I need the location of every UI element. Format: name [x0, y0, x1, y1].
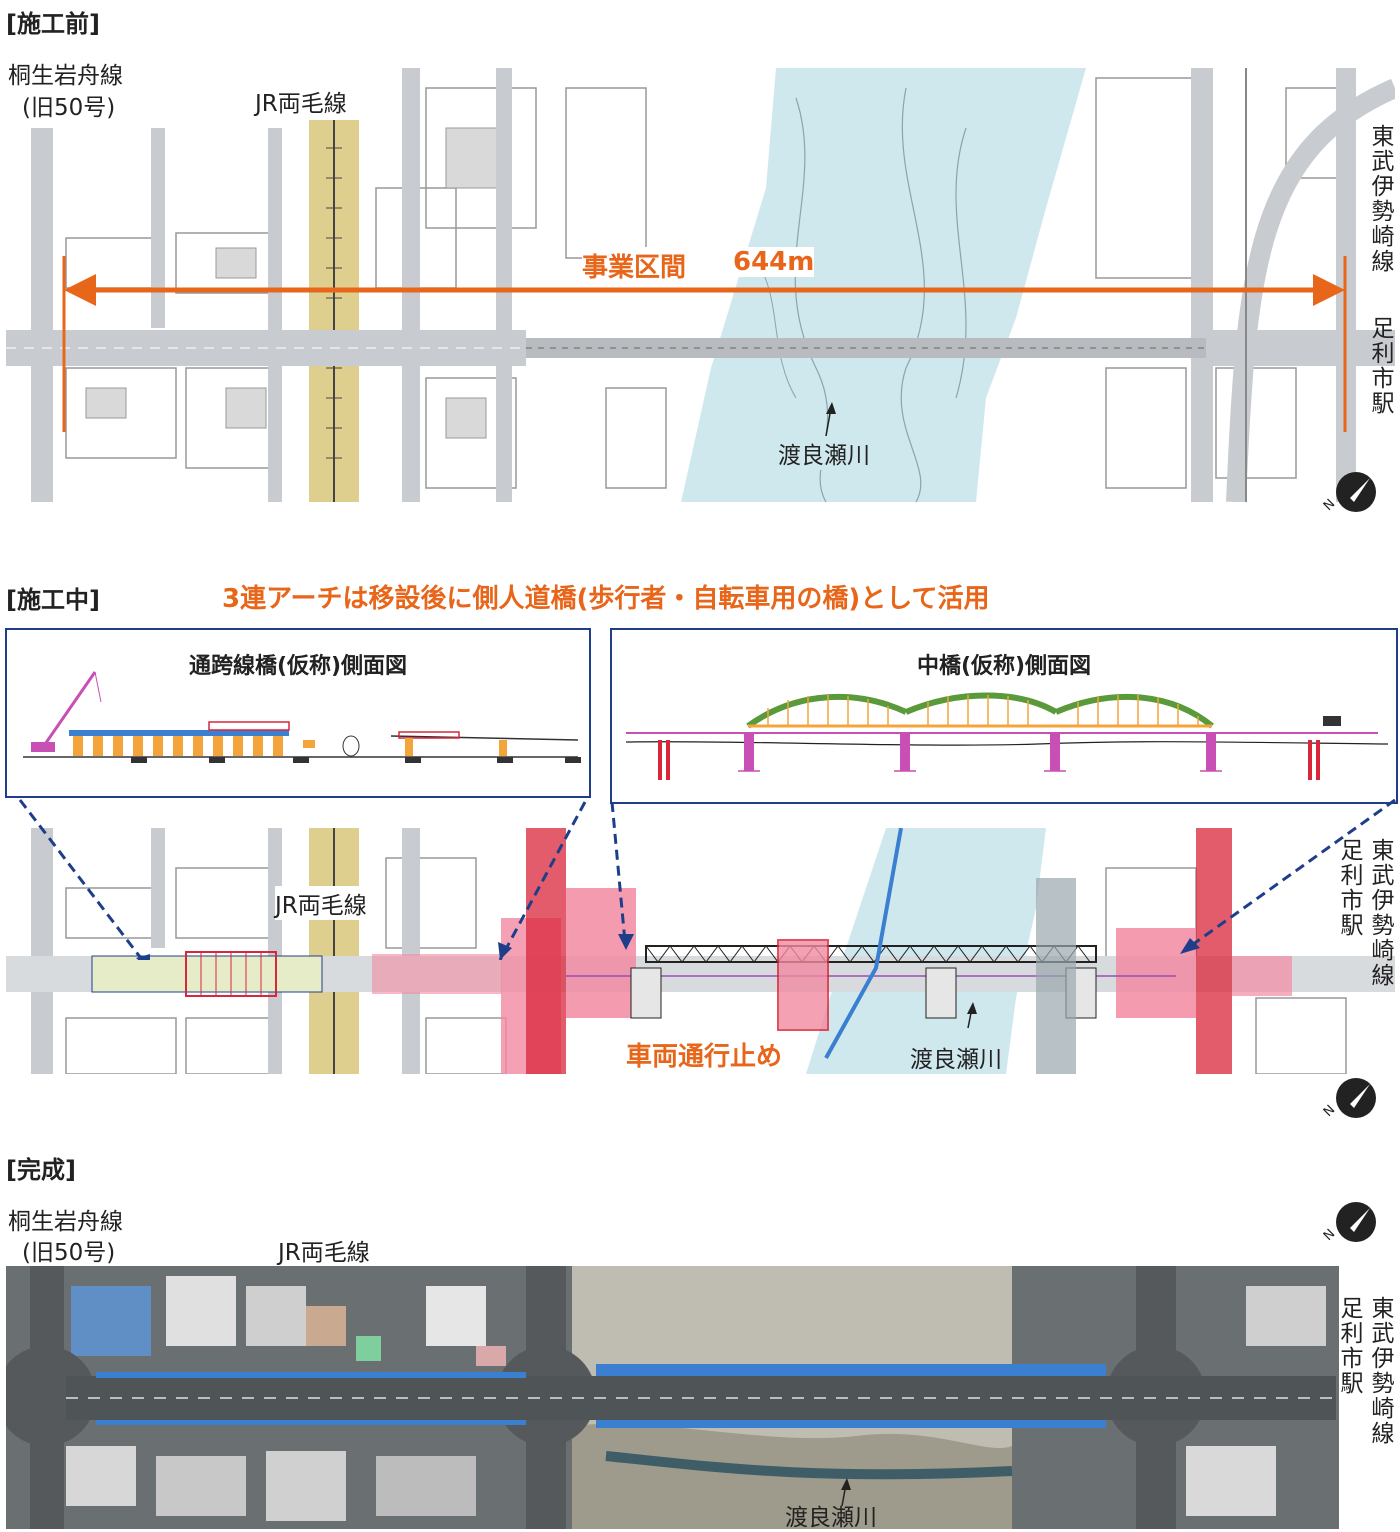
- compass-after: N: [1322, 1198, 1380, 1248]
- before-header: [施工前]: [6, 10, 100, 38]
- road-kiryu-iwafune: [31, 128, 53, 502]
- compass-during: N: [1322, 1074, 1380, 1124]
- compass-before: N: [1322, 468, 1380, 518]
- before-river-label: 渡良瀬川: [778, 436, 870, 470]
- arch-1: [746, 693, 908, 729]
- building-green: [356, 1336, 381, 1361]
- before-tobu-line: 東武伊勢崎線: [1367, 124, 1393, 274]
- after-route-left: 桐生岩舟線: [8, 1209, 123, 1235]
- crane-boom: [39, 671, 97, 751]
- main-road-east: [1206, 330, 1395, 366]
- during-headline: 3連アーチは移設後に側人道橋(歩行者・自転車用の橋)として活用: [222, 584, 990, 614]
- before-ashikaga-station: 足利市駅: [1367, 316, 1393, 416]
- river-water: [605, 1451, 1013, 1480]
- before-route-left-old: (旧50号): [22, 95, 116, 121]
- before-project-label: 事業区間: [582, 247, 687, 284]
- overpass-side-view: [23, 671, 581, 763]
- after-header: [完成]: [6, 1156, 76, 1184]
- construction-strip-east: [1196, 828, 1232, 1074]
- svg-text:N: N: [1322, 1226, 1338, 1243]
- after-ashikaga-station: 足利市駅: [1336, 1296, 1362, 1396]
- before-jr-line-label: JR両毛線: [255, 91, 347, 117]
- arch-3: [1054, 693, 1214, 729]
- before-map: [6, 68, 1395, 502]
- panel-right-title: 中橋(仮称)側面図: [916, 654, 1092, 679]
- before-route-left: 桐生岩舟線: [8, 63, 123, 89]
- after-river-label: 渡良瀬川: [785, 1505, 877, 1531]
- during-ashikaga-station: 足利市駅: [1336, 838, 1362, 938]
- vehicle-closure-label: 車両通行止め: [626, 1036, 783, 1073]
- arch-2: [904, 692, 1058, 715]
- river-area: [681, 68, 1086, 502]
- after-route-left-old: (旧50号): [22, 1240, 116, 1266]
- compass-north-letter: N: [1322, 496, 1338, 513]
- during-river-label: 渡良瀬川: [910, 1040, 1002, 1074]
- during-header: [施工中]: [6, 586, 100, 614]
- completed-aerial-image: [6, 1266, 1339, 1529]
- temporary-truss-bridge: [645, 945, 1097, 963]
- during-map: [6, 828, 1395, 1074]
- panel-left-title: 通跨線橋(仮称)側面図: [188, 654, 408, 679]
- during-jr-line-label: JR両毛線: [275, 886, 367, 920]
- svg-text:N: N: [1322, 1102, 1338, 1119]
- panel-temporary-overpass: 通跨線橋(仮称)側面図: [5, 628, 591, 798]
- during-tobu-line: 東武伊勢崎線: [1367, 838, 1393, 988]
- temp-overpass-zone: [91, 955, 323, 993]
- pedestrian-bridge: [596, 1364, 1106, 1376]
- during-river-area: [806, 828, 1046, 1074]
- before-project-length: 644m: [733, 247, 815, 277]
- building-blue: [71, 1286, 151, 1356]
- naka-bridge-side-view: [625, 692, 1388, 780]
- callout-arrows: [18, 798, 1396, 960]
- construction-strip-west: [526, 828, 566, 1074]
- after-tobu-line: 東武伊勢崎線: [1367, 1296, 1393, 1446]
- before-map-svg: [6, 68, 1395, 502]
- after-jr-line-label: JR両毛線: [278, 1240, 370, 1266]
- panel-naka-bridge: 中橋(仮称)側面図: [610, 628, 1398, 804]
